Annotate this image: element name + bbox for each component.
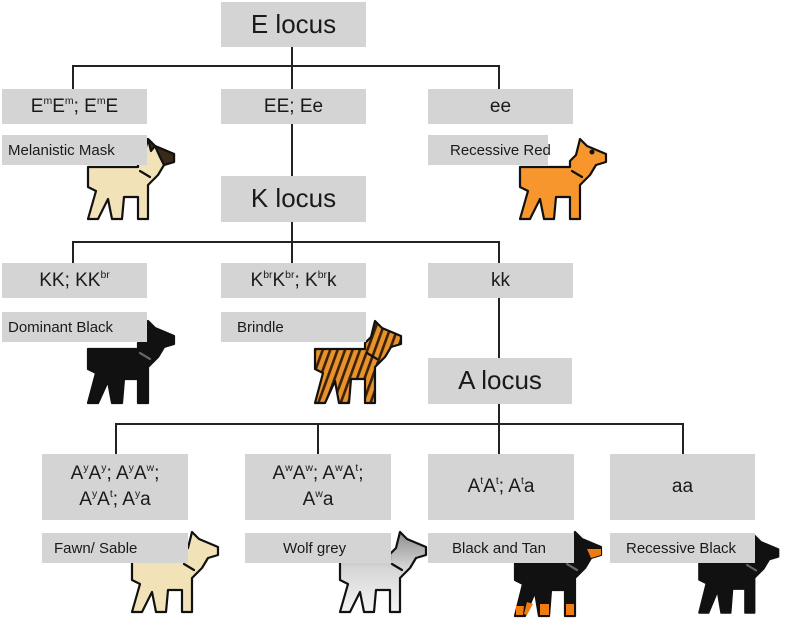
genotype-a-tan: AtAt; Ata <box>428 454 574 520</box>
genotype-a-fawn: AyAy; AyAw;AyAt; Aya <box>42 454 188 520</box>
phenotype-label-melanistic-mask: Melanistic Mask <box>2 135 147 165</box>
a-locus-box: A locus <box>428 358 572 404</box>
connector-line <box>115 423 117 454</box>
connector-line <box>72 65 499 67</box>
connector-line <box>72 65 74 89</box>
genotype-text: ee <box>489 95 512 117</box>
genotype-a-recessive: aa <box>610 454 755 520</box>
phenotype-label-fawn-sable: Fawn/ Sable <box>42 533 188 563</box>
genotype-text: EE; Ee <box>263 95 324 117</box>
dog-brindle-icon <box>313 319 403 405</box>
phenotype-label-black-and-tan: Black and Tan <box>428 533 574 563</box>
connector-line <box>498 404 500 424</box>
genotype-text: EmEm; EmE <box>30 95 119 117</box>
dog-recessive-red-icon <box>518 137 608 221</box>
connector-line <box>291 124 293 176</box>
genotype-k-recessive: kk <box>428 263 573 298</box>
connector-line <box>291 65 293 89</box>
phenotype-label-recessive-red: Recessive Red <box>428 135 551 165</box>
genotype-text: kk <box>491 269 510 291</box>
connector-line <box>498 65 500 89</box>
genotype-text: AtAt; Ata <box>467 476 535 498</box>
k-locus-box: K locus <box>221 176 366 222</box>
genotype-a-wolf: AwAw; AwAt;Awa <box>245 454 391 520</box>
connector-line <box>498 241 500 263</box>
connector-line <box>291 241 293 263</box>
e-locus-box: E locus <box>221 2 366 47</box>
genotype-e-recessive: ee <box>428 89 573 124</box>
genotype-text: AwAw; AwAt;Awa <box>272 463 364 510</box>
genotype-text: KK; KKbr <box>39 269 110 291</box>
connector-line <box>72 241 499 243</box>
phenotype-label-dominant-black: Dominant Black <box>2 312 147 342</box>
phenotype-label-wolf-grey: Wolf grey <box>245 533 391 563</box>
genotype-k-dominant: KK; KKbr <box>2 263 147 298</box>
genotype-text: KbrKbr; Kbrk <box>250 269 337 291</box>
connector-line <box>317 423 319 454</box>
genotype-e-dominant: EE; Ee <box>221 89 366 124</box>
connector-line <box>291 222 293 242</box>
connector-line <box>291 46 293 66</box>
dog-wolf-grey-icon <box>338 530 428 614</box>
phenotype-label-brindle: Brindle <box>221 312 366 342</box>
genotype-text: aa <box>671 476 694 498</box>
connector-line <box>72 241 74 263</box>
connector-line <box>682 423 684 454</box>
connector-line <box>498 298 500 358</box>
genotype-text: AyAy; AyAw;AyAt; Aya <box>70 463 160 510</box>
connector-line <box>498 423 500 454</box>
genotype-k-brindle: KbrKbr; Kbrk <box>221 263 366 298</box>
genotype-e-mask: EmEm; EmE <box>2 89 147 124</box>
dog-fawn-sable-icon <box>130 530 220 614</box>
phenotype-label-recessive-black: Recessive Black <box>610 533 755 563</box>
connector-line <box>115 423 683 425</box>
